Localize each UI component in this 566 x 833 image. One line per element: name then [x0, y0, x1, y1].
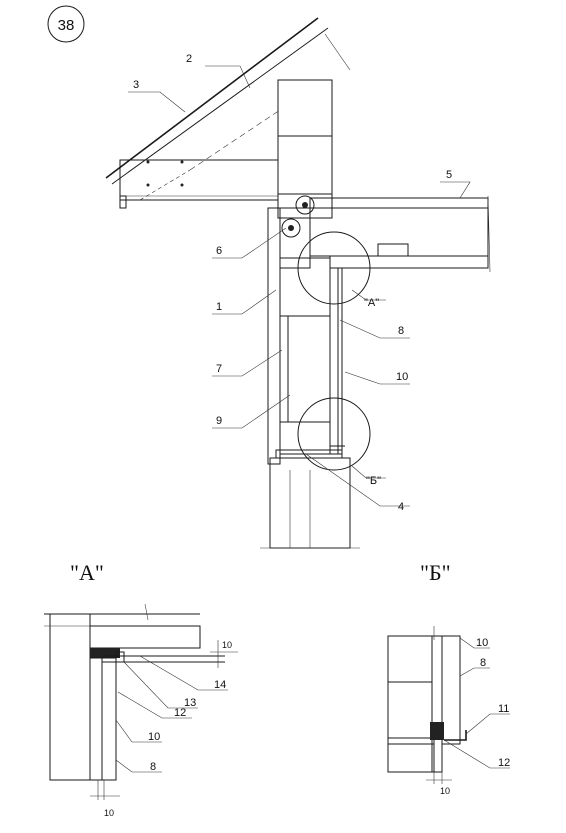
label-8: 8 — [398, 325, 404, 337]
label-9: 9 — [216, 415, 222, 427]
callout-b-label: "Б" — [366, 475, 381, 487]
leader-7 — [212, 349, 283, 377]
label-10: 10 — [396, 371, 408, 383]
detail-b-label-12: 12 — [498, 757, 510, 769]
sheet-number-badge: 38 — [47, 5, 85, 43]
inner-lining — [329, 267, 339, 455]
label-6: 6 — [216, 245, 222, 257]
leader-callout-b — [351, 465, 386, 479]
label-2: 2 — [186, 53, 192, 65]
detail-b: "Б" 10 10 8 11 12 — [387, 560, 510, 796]
leader-10 — [344, 371, 410, 385]
label-5: 5 — [446, 169, 452, 181]
leader-1 — [212, 289, 277, 315]
leader-5 — [440, 181, 471, 199]
detail-b-insulation — [387, 635, 433, 683]
label-1: 1 — [216, 301, 222, 313]
detail-a: "А" 10 10 14 13 12 10 8 — [44, 560, 238, 818]
detail-a-label-13: 13 — [184, 697, 196, 709]
main-section: 2 3 5 6 1 7 9 8 10 4 "А" "Б" — [105, 17, 491, 549]
roof-break-line — [324, 33, 351, 71]
leader-4 — [305, 453, 410, 507]
wall-insulation — [287, 315, 331, 423]
detail-a-callout-circle — [297, 231, 371, 305]
ceiling-deck — [309, 197, 489, 209]
log-wall-top — [277, 79, 333, 137]
detail-b-callout-circle — [297, 397, 371, 471]
detail-a-dim-top: 10 — [222, 640, 232, 650]
detail-b-label-11: 11 — [498, 703, 509, 715]
roof-overhang — [119, 159, 279, 201]
detail-a-log — [49, 613, 91, 781]
detail-b-title: "Б" — [420, 560, 451, 585]
leader-9 — [212, 394, 291, 429]
detail-b-dim-bottom: 10 — [440, 786, 450, 796]
leader-8 — [339, 319, 410, 339]
detail-a-beam — [89, 625, 201, 649]
detail-a-title: "А" — [70, 560, 104, 585]
leader-2 — [205, 65, 251, 89]
detail-b-label-10: 10 — [476, 637, 488, 649]
detail-a-lining — [101, 657, 117, 781]
leader-callout-a — [351, 289, 386, 301]
leader-6 — [212, 227, 287, 259]
roof-line-inner — [111, 27, 329, 185]
detail-b-flashing — [444, 730, 467, 741]
callout-a-label: "А" — [364, 297, 379, 309]
log-wall-middle — [279, 257, 331, 317]
detail-a-label-12: 12 — [174, 707, 186, 719]
outer-cladding — [267, 207, 281, 465]
detail-a-dim-bottom: 10 — [104, 808, 114, 818]
label-3: 3 — [133, 79, 139, 91]
detail-b-log — [387, 681, 433, 745]
detail-b-trim — [430, 722, 444, 740]
sheet-number: 38 — [58, 17, 75, 34]
label-4: 4 — [398, 501, 404, 513]
detail-a-trim — [90, 648, 120, 658]
detail-b-lining — [441, 635, 461, 745]
detail-a-label-8: 8 — [150, 761, 156, 773]
detail-a-label-10: 10 — [148, 731, 160, 743]
label-7: 7 — [216, 363, 222, 375]
detail-a-label-14: 14 — [214, 679, 226, 691]
leader-3 — [128, 91, 186, 113]
roof-line-outer — [105, 17, 319, 179]
detail-b-label-8: 8 — [480, 657, 486, 669]
